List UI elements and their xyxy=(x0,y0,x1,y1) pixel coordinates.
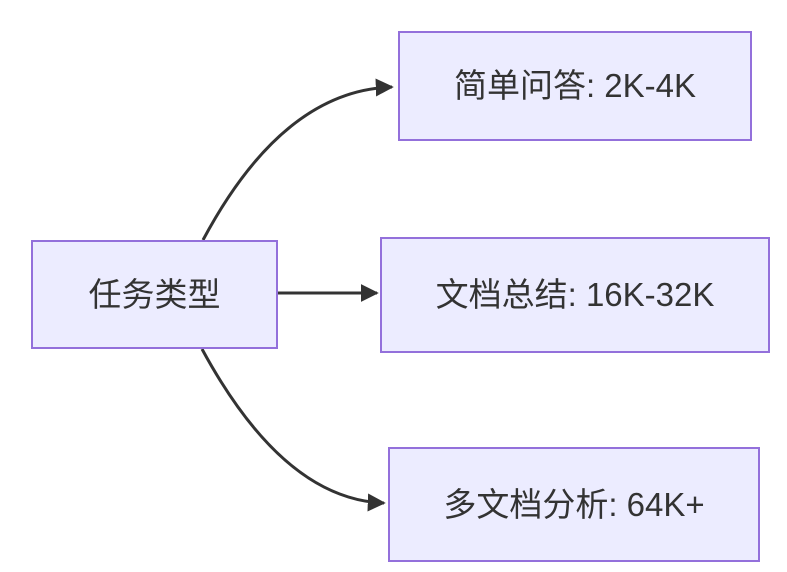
node-task-type-label: 任务类型 xyxy=(88,275,221,313)
edge-root-to-multi xyxy=(200,348,386,512)
edge-root-to-qa xyxy=(201,78,394,241)
node-multi-doc-analysis-label: 多文档分析: 64K+ xyxy=(443,485,705,523)
node-simple-qa: 简单问答: 2K-4K xyxy=(398,31,752,141)
node-task-type: 任务类型 xyxy=(31,240,278,349)
node-simple-qa-label: 简单问答: 2K-4K xyxy=(453,67,697,105)
node-doc-summary: 文档总结: 16K-32K xyxy=(380,237,770,353)
node-doc-summary-label: 文档总结: 16K-32K xyxy=(435,276,715,314)
node-multi-doc-analysis: 多文档分析: 64K+ xyxy=(388,447,760,562)
